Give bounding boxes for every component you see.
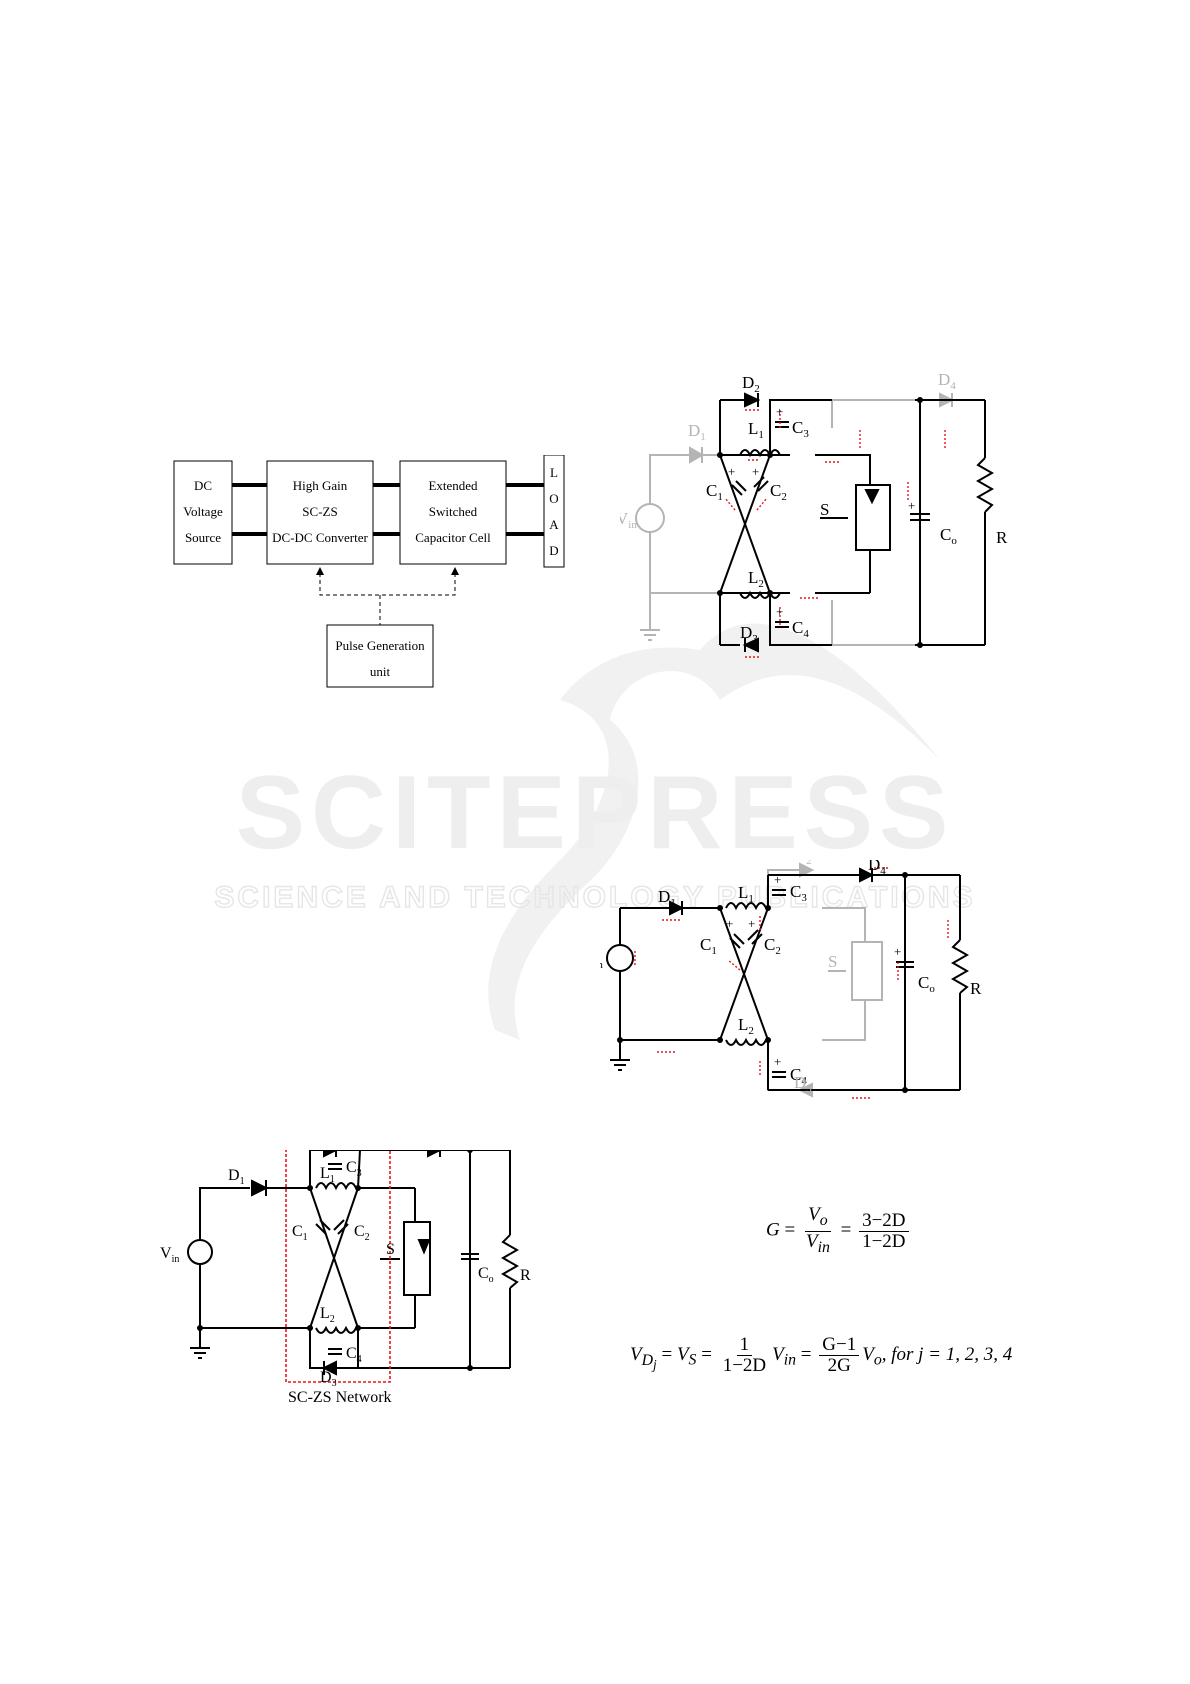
svg-text:L: L (550, 465, 558, 480)
svg-text:C2: C2 (770, 481, 787, 503)
load-block (543, 455, 565, 568)
svg-text:Co: Co (478, 1265, 494, 1285)
svg-text:R: R (970, 979, 982, 998)
svg-text:High Gain: High Gain (293, 478, 348, 493)
svg-text:+: + (752, 464, 759, 479)
svg-text:C2: C2 (764, 935, 781, 957)
svg-text:Vin: Vin (160, 1245, 179, 1265)
circuit-mode-switch-on: D2 L1 C3 C1 C2 S Co R L2 C4 D3 + + + + +… (620, 370, 1008, 658)
svg-text:+: + (908, 498, 915, 513)
svg-text:O: O (549, 491, 558, 506)
circuit-topology: D1 D2 L1 C3 D4 C1 C2 Vin S L2 C4 D3 Co R… (160, 1150, 531, 1406)
svg-text:Voltage: Voltage (183, 504, 223, 519)
svg-text:D1: D1 (228, 1167, 245, 1187)
svg-text:C1: C1 (292, 1223, 308, 1243)
svg-text:Switched: Switched (429, 504, 478, 519)
circuit-mode-switch-off: D1 L1 C3 D4 C1 C2 Vin L2 C4 Co R + + + +… (600, 860, 982, 1099)
svg-text:+: + (774, 1054, 781, 1069)
svg-text:D1: D1 (658, 887, 676, 909)
svg-text:D4: D4 (938, 370, 956, 392)
svg-text:S: S (828, 952, 837, 971)
svg-text:S: S (820, 500, 829, 519)
svg-text:+: + (774, 872, 781, 887)
svg-text:R: R (996, 528, 1008, 547)
svg-text:Co: Co (918, 973, 935, 995)
svg-text:L1: L1 (748, 419, 764, 441)
svg-text:C4: C4 (790, 1065, 807, 1087)
svg-text:C4: C4 (792, 618, 809, 640)
svg-text:+: + (776, 604, 783, 619)
watermark-swoosh (488, 623, 940, 1040)
network-label: SC-ZS Network (288, 1389, 392, 1406)
svg-text:Capacitor Cell: Capacitor Cell (415, 530, 491, 545)
svg-text:L2: L2 (748, 568, 764, 590)
svg-text:DC: DC (194, 478, 212, 493)
svg-text:Source: Source (185, 530, 221, 545)
block-diagram: DC Voltage Source High Gain SC-ZS DC-DC … (173, 455, 565, 688)
svg-text:A: A (549, 517, 559, 532)
svg-text:+: + (728, 464, 735, 479)
voltage-stress-equation: VDj = VS = 1 1−2D Vin = G−1 2G Vo, for j… (630, 1334, 1013, 1376)
extended-cell-block (399, 460, 507, 565)
svg-text:D3: D3 (320, 1369, 337, 1389)
dc-source-block (173, 460, 233, 565)
svg-text:L1: L1 (320, 1165, 335, 1185)
converter-block (266, 460, 374, 565)
svg-text:C3: C3 (790, 882, 807, 904)
svg-text:L2: L2 (738, 1015, 754, 1037)
svg-text:C1: C1 (700, 935, 717, 957)
svg-text:Extended: Extended (428, 478, 478, 493)
svg-text:C4: C4 (346, 1345, 362, 1365)
svg-text:D3: D3 (740, 623, 758, 645)
svg-text:C1: C1 (706, 481, 723, 503)
svg-text:R: R (520, 1267, 531, 1284)
svg-text:+: + (748, 916, 755, 931)
svg-text:L1: L1 (738, 883, 754, 905)
sc-zs-network-box (285, 1150, 391, 1383)
svg-text:Pulse Generation: Pulse Generation (335, 638, 425, 653)
svg-text:S: S (386, 1241, 395, 1258)
svg-text:C3: C3 (346, 1159, 362, 1179)
svg-text:Co: Co (940, 525, 957, 547)
svg-text:D1: D1 (688, 421, 706, 443)
svg-text:Vin: Vin (600, 949, 603, 971)
svg-text:D3: D3 (794, 1073, 812, 1095)
svg-text:+: + (726, 916, 733, 931)
svg-text:DC-DC Converter: DC-DC Converter (272, 530, 368, 545)
svg-text:+: + (776, 404, 783, 419)
gain-equation: G = Vo Vin = 3−2D 1−2D (766, 1205, 912, 1258)
svg-text:unit: unit (370, 664, 391, 679)
svg-text:D2: D2 (742, 373, 760, 395)
svg-text:D: D (549, 543, 558, 558)
svg-text:SC-ZS: SC-ZS (302, 504, 337, 519)
svg-text:D4: D4 (868, 860, 886, 877)
svg-text:Vin: Vin (620, 509, 637, 531)
svg-text:C3: C3 (792, 418, 809, 440)
svg-text:D2: D2 (794, 860, 812, 867)
watermark-logo: SCITEPRESS (236, 755, 955, 871)
svg-text:C2: C2 (354, 1223, 370, 1243)
svg-text:+: + (894, 944, 901, 959)
svg-text:L2: L2 (320, 1305, 335, 1325)
